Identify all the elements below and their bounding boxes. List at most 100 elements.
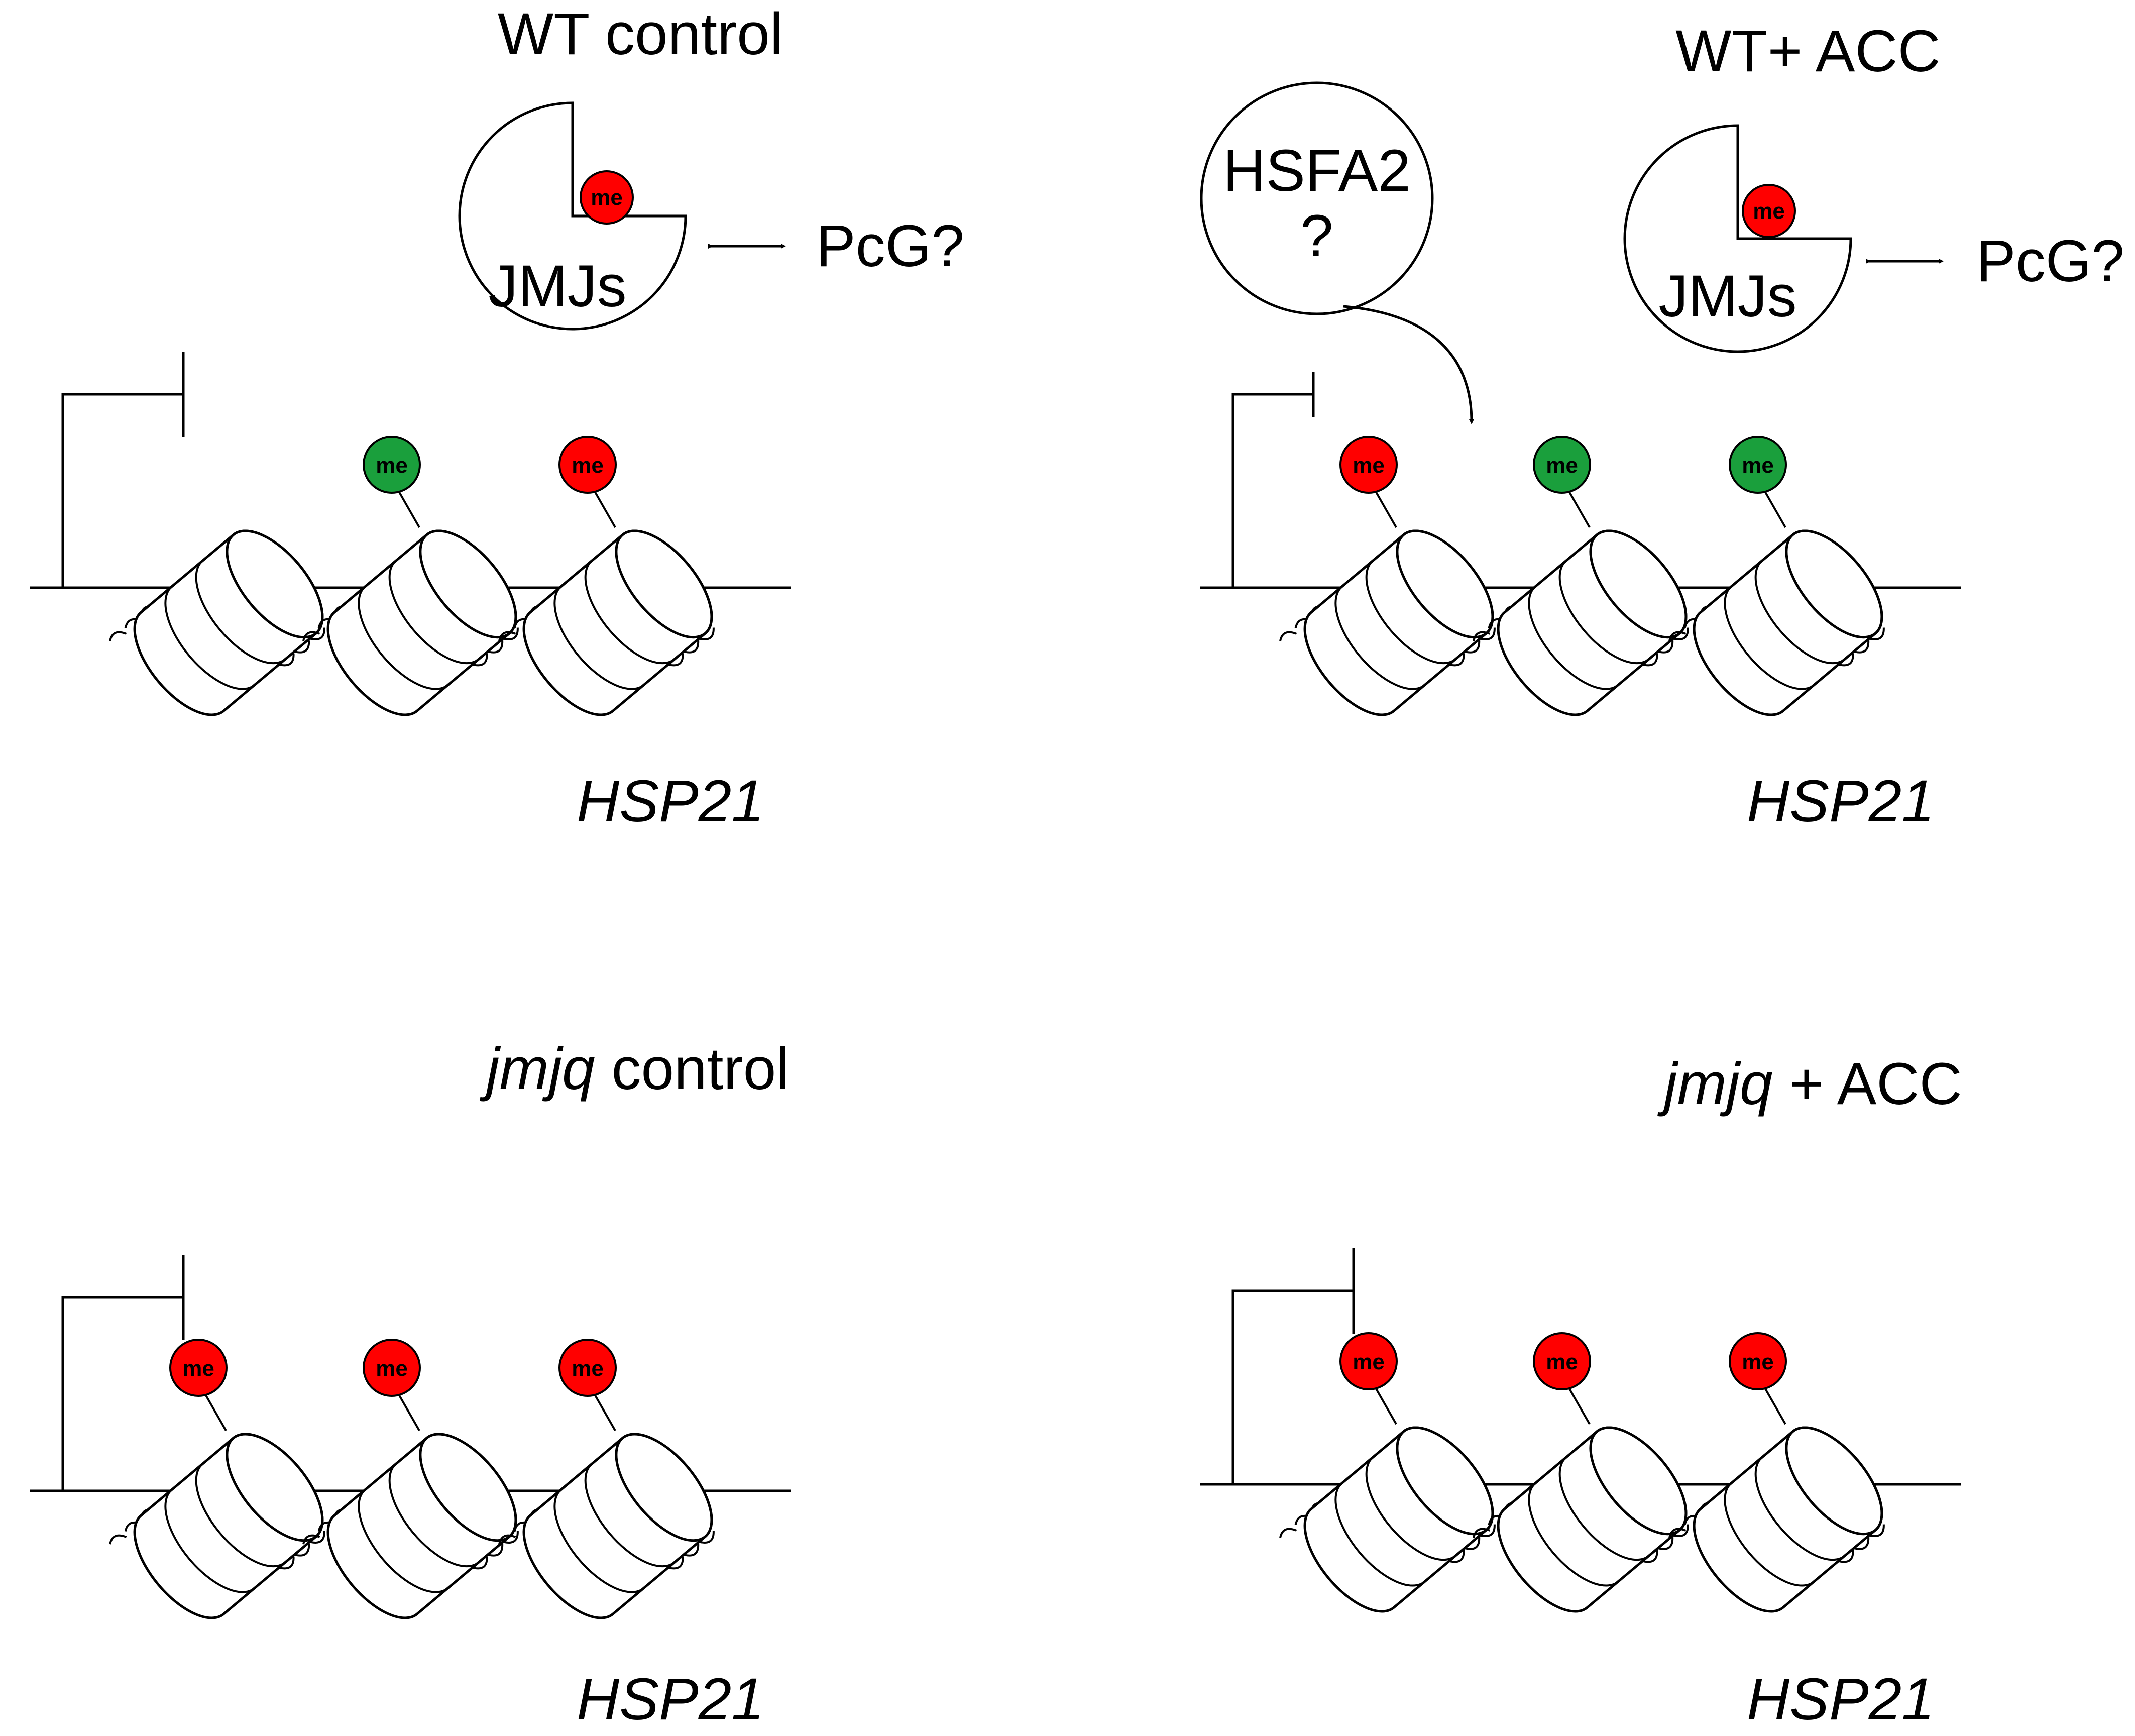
mark-stem [1764, 492, 1786, 528]
hsfa2-circle [1200, 81, 1434, 315]
gene-label: HSP21 [1747, 1666, 1935, 1732]
pcg-label: PcG? [816, 213, 964, 279]
dna-wrap [1473, 1528, 1491, 1538]
nucleosome [109, 1433, 325, 1619]
dna-wrap-line [1754, 1456, 1846, 1561]
methyl-mark-green: me [1533, 436, 1591, 528]
dna-wrap-line [553, 586, 644, 690]
jmj-complex: me JMJs PcG? [458, 101, 964, 331]
me-label: me [182, 1356, 214, 1381]
me-label: me [1353, 453, 1385, 478]
mark-stem [1764, 1388, 1786, 1425]
dna-wrap-line [195, 560, 286, 665]
tss-arrow [1231, 1248, 1355, 1484]
dna-wrap-line [164, 586, 255, 690]
methyl-mark-red [580, 170, 634, 225]
dna-wrap-line [388, 1463, 480, 1568]
me-label: me [1353, 1350, 1385, 1374]
nucleosome [1668, 1426, 1885, 1613]
mark-stem [1568, 1388, 1591, 1425]
dna-wrap [498, 1534, 516, 1545]
dna-wrap-line [584, 1463, 676, 1568]
dna-wrap [1668, 1528, 1687, 1538]
dna-wrap-line [388, 560, 480, 665]
dna-wrap-line [1558, 560, 1650, 665]
methyl-mark-red: me [558, 1339, 617, 1431]
dna-wrap [109, 1534, 127, 1545]
nucleosome-face [1589, 1426, 1688, 1536]
dna-wrap-line [553, 1489, 644, 1593]
tss-arrow [61, 1255, 185, 1491]
methyl-mark-red: me [1729, 1332, 1787, 1425]
dna-wrap-line [1334, 1482, 1425, 1587]
dna-wrap-line [1754, 560, 1846, 665]
dna-wrap-line [1558, 1456, 1650, 1561]
nucleosome-face [615, 1433, 713, 1542]
me-label: me [1753, 199, 1785, 224]
mark-circle [558, 1339, 617, 1397]
dna-wrap-line [1724, 1482, 1815, 1587]
mark-circle [1533, 1332, 1591, 1390]
methyl-mark-red: me [363, 1339, 421, 1431]
curved-arrow [1343, 305, 1474, 424]
gene-locus: me me me HSP21 [1200, 1248, 1961, 1732]
mark-stem [1375, 1388, 1397, 1425]
dna-wrap-line [358, 586, 448, 690]
methyl-mark-red [1742, 184, 1796, 238]
dna-wrap [109, 631, 127, 641]
me-label: me [1742, 1350, 1774, 1374]
me-label: me [1546, 453, 1578, 478]
gene-locus: me me me HSP21 [1200, 372, 1961, 834]
dna-wrap [302, 631, 320, 641]
dna-wrap [498, 631, 516, 641]
methyl-mark-red: me [558, 436, 617, 528]
nucleosome [498, 529, 715, 716]
nucleosome [1473, 1426, 1689, 1613]
nucleosome [498, 1433, 715, 1619]
dna-wrap-line [1528, 586, 1619, 690]
jmj-pacman-shape [1623, 124, 1852, 353]
dna-wrap-line [584, 560, 676, 665]
tss-arrow [61, 352, 185, 588]
panel-title: jmjq control [479, 1036, 789, 1102]
mark-stem [594, 1395, 616, 1431]
nucleosome-face [615, 529, 713, 639]
gene-label: HSP21 [577, 768, 764, 834]
dna-wrap-line [1724, 586, 1815, 690]
me-label: me [1742, 453, 1774, 478]
mark-stem [398, 1395, 420, 1431]
me-label: me [572, 453, 604, 478]
mark-stem [1375, 492, 1397, 528]
tss-arrow [1231, 372, 1315, 588]
nucleosome-face [1785, 529, 1883, 639]
mark-circle [363, 436, 421, 494]
methyl-mark-green: me [363, 436, 421, 528]
gene-locus: me me HSP21 [30, 352, 791, 834]
me-label: me [1546, 1350, 1578, 1374]
me-label: me [572, 1356, 604, 1381]
dna-wrap-line [1365, 1456, 1456, 1561]
gene-label: HSP21 [577, 1666, 764, 1732]
pcg-label: PcG? [1976, 228, 2124, 294]
gene-label: HSP21 [1747, 768, 1935, 834]
nucleosome-face [1785, 1426, 1883, 1536]
panel-title: WT+ ACC [1675, 18, 1941, 84]
dna-wrap [1279, 1528, 1297, 1538]
dna-wrap [1279, 631, 1297, 641]
dna-wrap [1473, 631, 1491, 641]
me-label: me [376, 453, 408, 478]
hsfa2-factor: HSFA2 ? [1200, 81, 1474, 424]
mark-stem [205, 1395, 227, 1431]
mark-stem [594, 492, 616, 528]
nucleosome [302, 1433, 519, 1619]
nucleosome [1279, 529, 1496, 716]
mark-circle [169, 1339, 228, 1397]
mark-circle [1729, 1332, 1787, 1390]
dna-wrap [302, 1534, 320, 1545]
nucleosome-face [419, 1433, 517, 1542]
nucleosome [109, 529, 325, 716]
